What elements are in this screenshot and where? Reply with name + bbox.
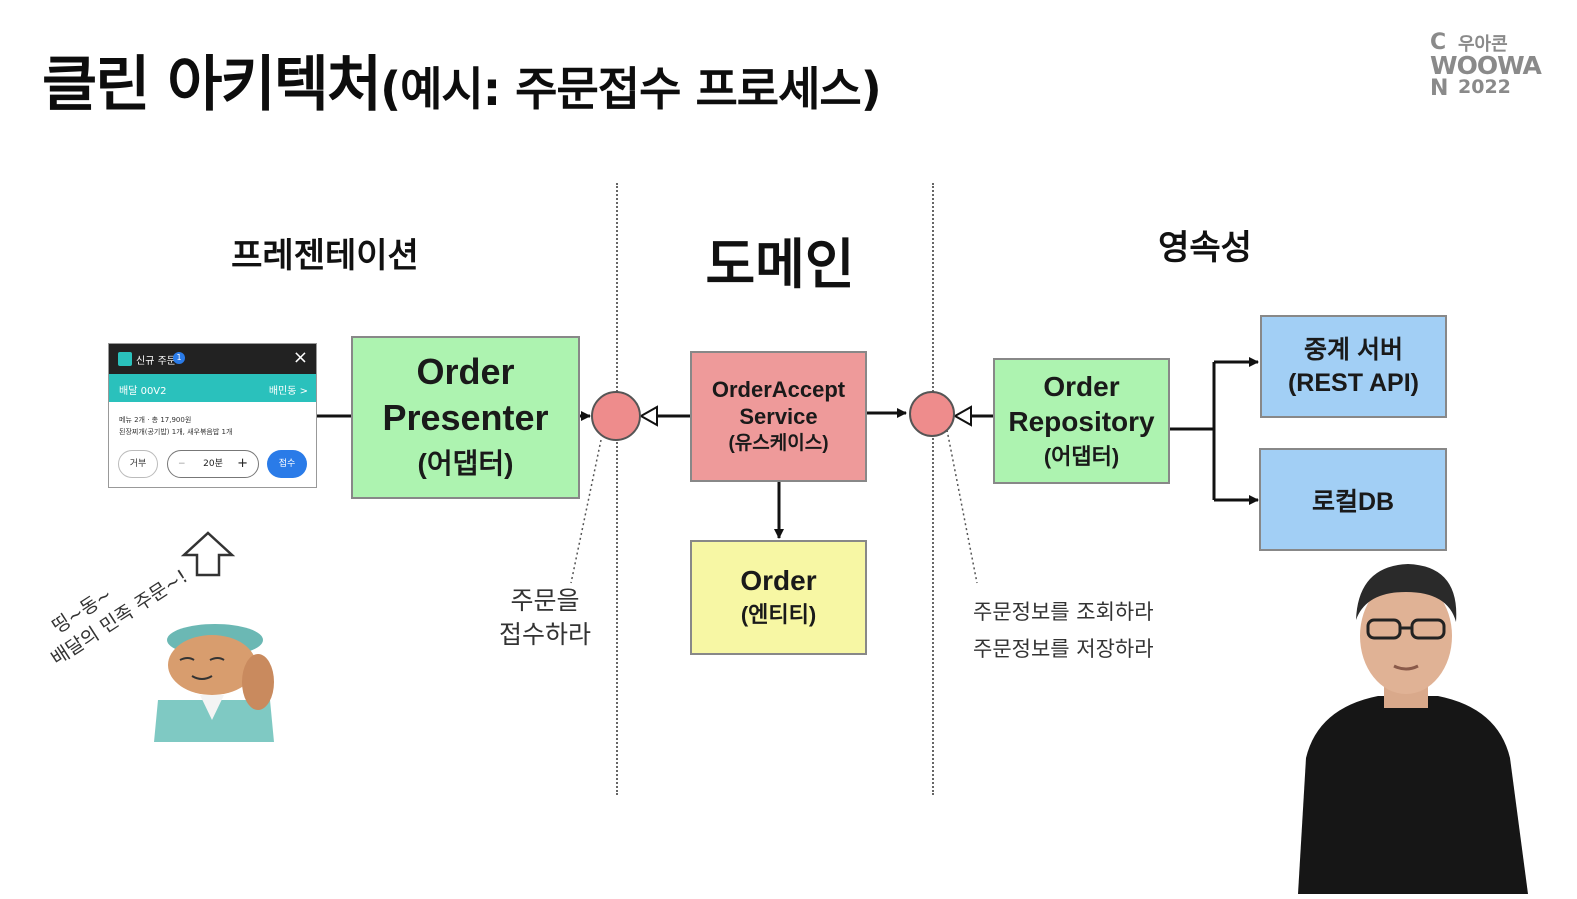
divider-domain-persistence xyxy=(932,183,934,795)
repository-line2: Repository xyxy=(1008,405,1155,437)
order-notification-card: 신규 주문 1 × 배달 00V2 배민동 > 메뉴 2개 · 총 17,900… xyxy=(108,343,317,488)
realization-arrow-output xyxy=(952,405,972,427)
reject-button[interactable]: 거부 xyxy=(118,450,158,478)
entity-line2: (엔티티) xyxy=(740,601,817,627)
output-port-circle xyxy=(909,391,955,437)
input-port-circle xyxy=(591,391,641,441)
card-delivery-bar: 배달 00V2 배민동 > xyxy=(109,374,316,402)
logo-c: C xyxy=(1430,30,1447,55)
callout-output-port xyxy=(946,429,978,584)
title-main: 클린 아키텍처 xyxy=(42,50,382,120)
input-port-note: 주문을 접수하라 xyxy=(490,584,600,652)
order-items: 된장찌개(공기밥) 1개, 새우볶음밥 1개 xyxy=(119,428,233,436)
presenter-line1: Order xyxy=(416,350,515,392)
woowacon-logo: C 우아콘 WOOWA N 2022 xyxy=(1428,30,1553,102)
repository-line1: Order xyxy=(1043,370,1120,402)
logo-n: N xyxy=(1430,76,1449,101)
realization-arrow-input xyxy=(638,405,658,427)
local-db-box: 로컬DB xyxy=(1259,448,1447,551)
service-line3: (유스케이스) xyxy=(728,433,829,454)
divider-presentation-domain xyxy=(616,183,618,795)
order-summary: 메뉴 2개 · 총 17,900원 xyxy=(119,416,192,424)
relay-line2: (REST API) xyxy=(1287,368,1420,397)
order-entity-box: Order (엔티티) xyxy=(690,540,867,655)
logo-korean: 우아콘 xyxy=(1458,34,1508,55)
service-line1: OrderAccept xyxy=(711,377,846,402)
entity-line1: Order xyxy=(740,564,817,596)
card-header-title: 신규 주문 xyxy=(136,356,176,367)
mascot-illustration xyxy=(154,624,274,742)
repository-line3: (어댑터) xyxy=(1043,443,1120,469)
order-presenter-box: Order Presenter (어댑터) xyxy=(351,336,580,499)
plus-icon[interactable]: + xyxy=(237,456,248,471)
input-note-line2: 접수하라 xyxy=(498,620,591,649)
speaker-video xyxy=(1298,564,1528,894)
up-arrow-icon xyxy=(180,531,236,577)
logo-line2: WOOWA xyxy=(1430,51,1542,80)
page-title: 클린 아키텍처(예시: 주문접수 프로세스) xyxy=(42,36,882,123)
service-link[interactable]: 배민동 > xyxy=(268,386,308,397)
layer-title-presentation: 프레젠테이션 xyxy=(231,236,419,276)
close-icon[interactable]: × xyxy=(292,347,308,368)
logo-year: 2022 xyxy=(1458,76,1511,98)
service-line2: Service xyxy=(739,404,818,429)
localdb-line1: 로컬DB xyxy=(1311,487,1395,516)
layer-title-persistence: 영속성 xyxy=(1158,228,1252,268)
time-value: 20분 xyxy=(203,459,223,469)
delivery-label: 배달 00V2 xyxy=(119,386,167,397)
input-note-line1: 주문을 xyxy=(510,586,580,615)
app-icon xyxy=(118,352,132,366)
presenter-line3: (어댑터) xyxy=(417,447,514,479)
logo-line1: C 우아콘 xyxy=(1430,30,1508,56)
accept-button[interactable]: 접수 xyxy=(267,450,307,478)
output-port-note: 주문정보를 조회하라 주문정보를 저장하라 xyxy=(973,594,1154,668)
order-repository-box: Order Repository (어댑터) xyxy=(993,358,1170,484)
card-header: 신규 주문 1 × xyxy=(109,344,316,374)
output-note-line1: 주문정보를 조회하라 xyxy=(973,600,1154,624)
minus-icon[interactable]: − xyxy=(178,459,186,469)
notification-badge: 1 xyxy=(173,352,185,364)
callout-input-port xyxy=(570,439,602,584)
logo-line3: N 2022 xyxy=(1430,76,1511,101)
order-accept-service-box: OrderAccept Service (유스케이스) xyxy=(690,351,867,482)
title-sub: (예시: 주문접수 프로세스) xyxy=(380,62,882,116)
output-note-line2: 주문정보를 저장하라 xyxy=(973,637,1154,661)
relay-server-box: 중계 서버 (REST API) xyxy=(1260,315,1447,418)
layer-title-domain: 도메인 xyxy=(705,233,855,296)
relay-line1: 중계 서버 xyxy=(1304,335,1403,364)
presenter-line2: Presenter xyxy=(382,396,549,438)
time-stepper[interactable]: − 20분 + xyxy=(167,450,259,478)
